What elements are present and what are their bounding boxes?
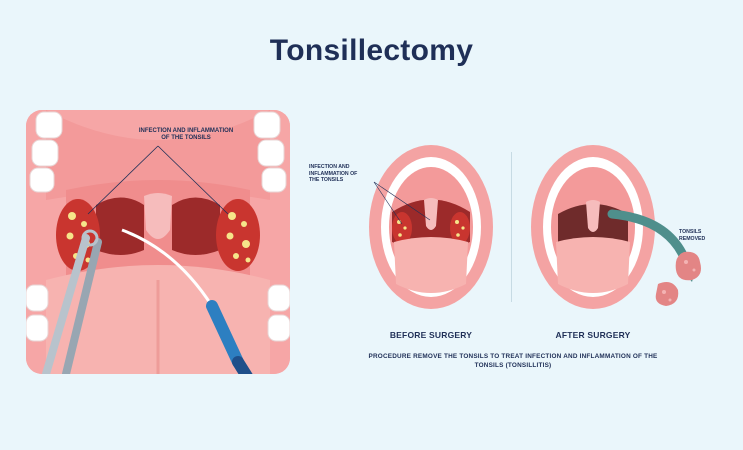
after-caption: AFTER SURGERY: [555, 330, 631, 340]
divider: [511, 152, 512, 302]
scalpel-icon: [121, 228, 253, 374]
procedure-text: PROCEDURE REMOVE THE TONSILS TO TREAT IN…: [368, 353, 658, 369]
forceps-icon: [42, 229, 102, 374]
after-label: TONSILS REMOVED: [679, 229, 706, 242]
removed-tonsils: [655, 251, 701, 306]
before-caption: BEFORE SURGERY: [389, 330, 473, 340]
detailed-mouth-illustration: [26, 110, 290, 374]
page-title: Tonsillectomy: [269, 34, 474, 67]
detailed-mouth-panel: INFECTION AND INFLAMMATION OF THE TONSIL…: [26, 110, 290, 374]
left-panel-label: INFECTION AND INFLAMMATION OF THE TONSIL…: [138, 128, 234, 141]
before-label: INFECTION AND INFLAMMATION OF THE TONSIL…: [309, 164, 358, 183]
after-surgery-mouth: [531, 145, 655, 309]
before-surgery-mouth: [369, 145, 493, 309]
